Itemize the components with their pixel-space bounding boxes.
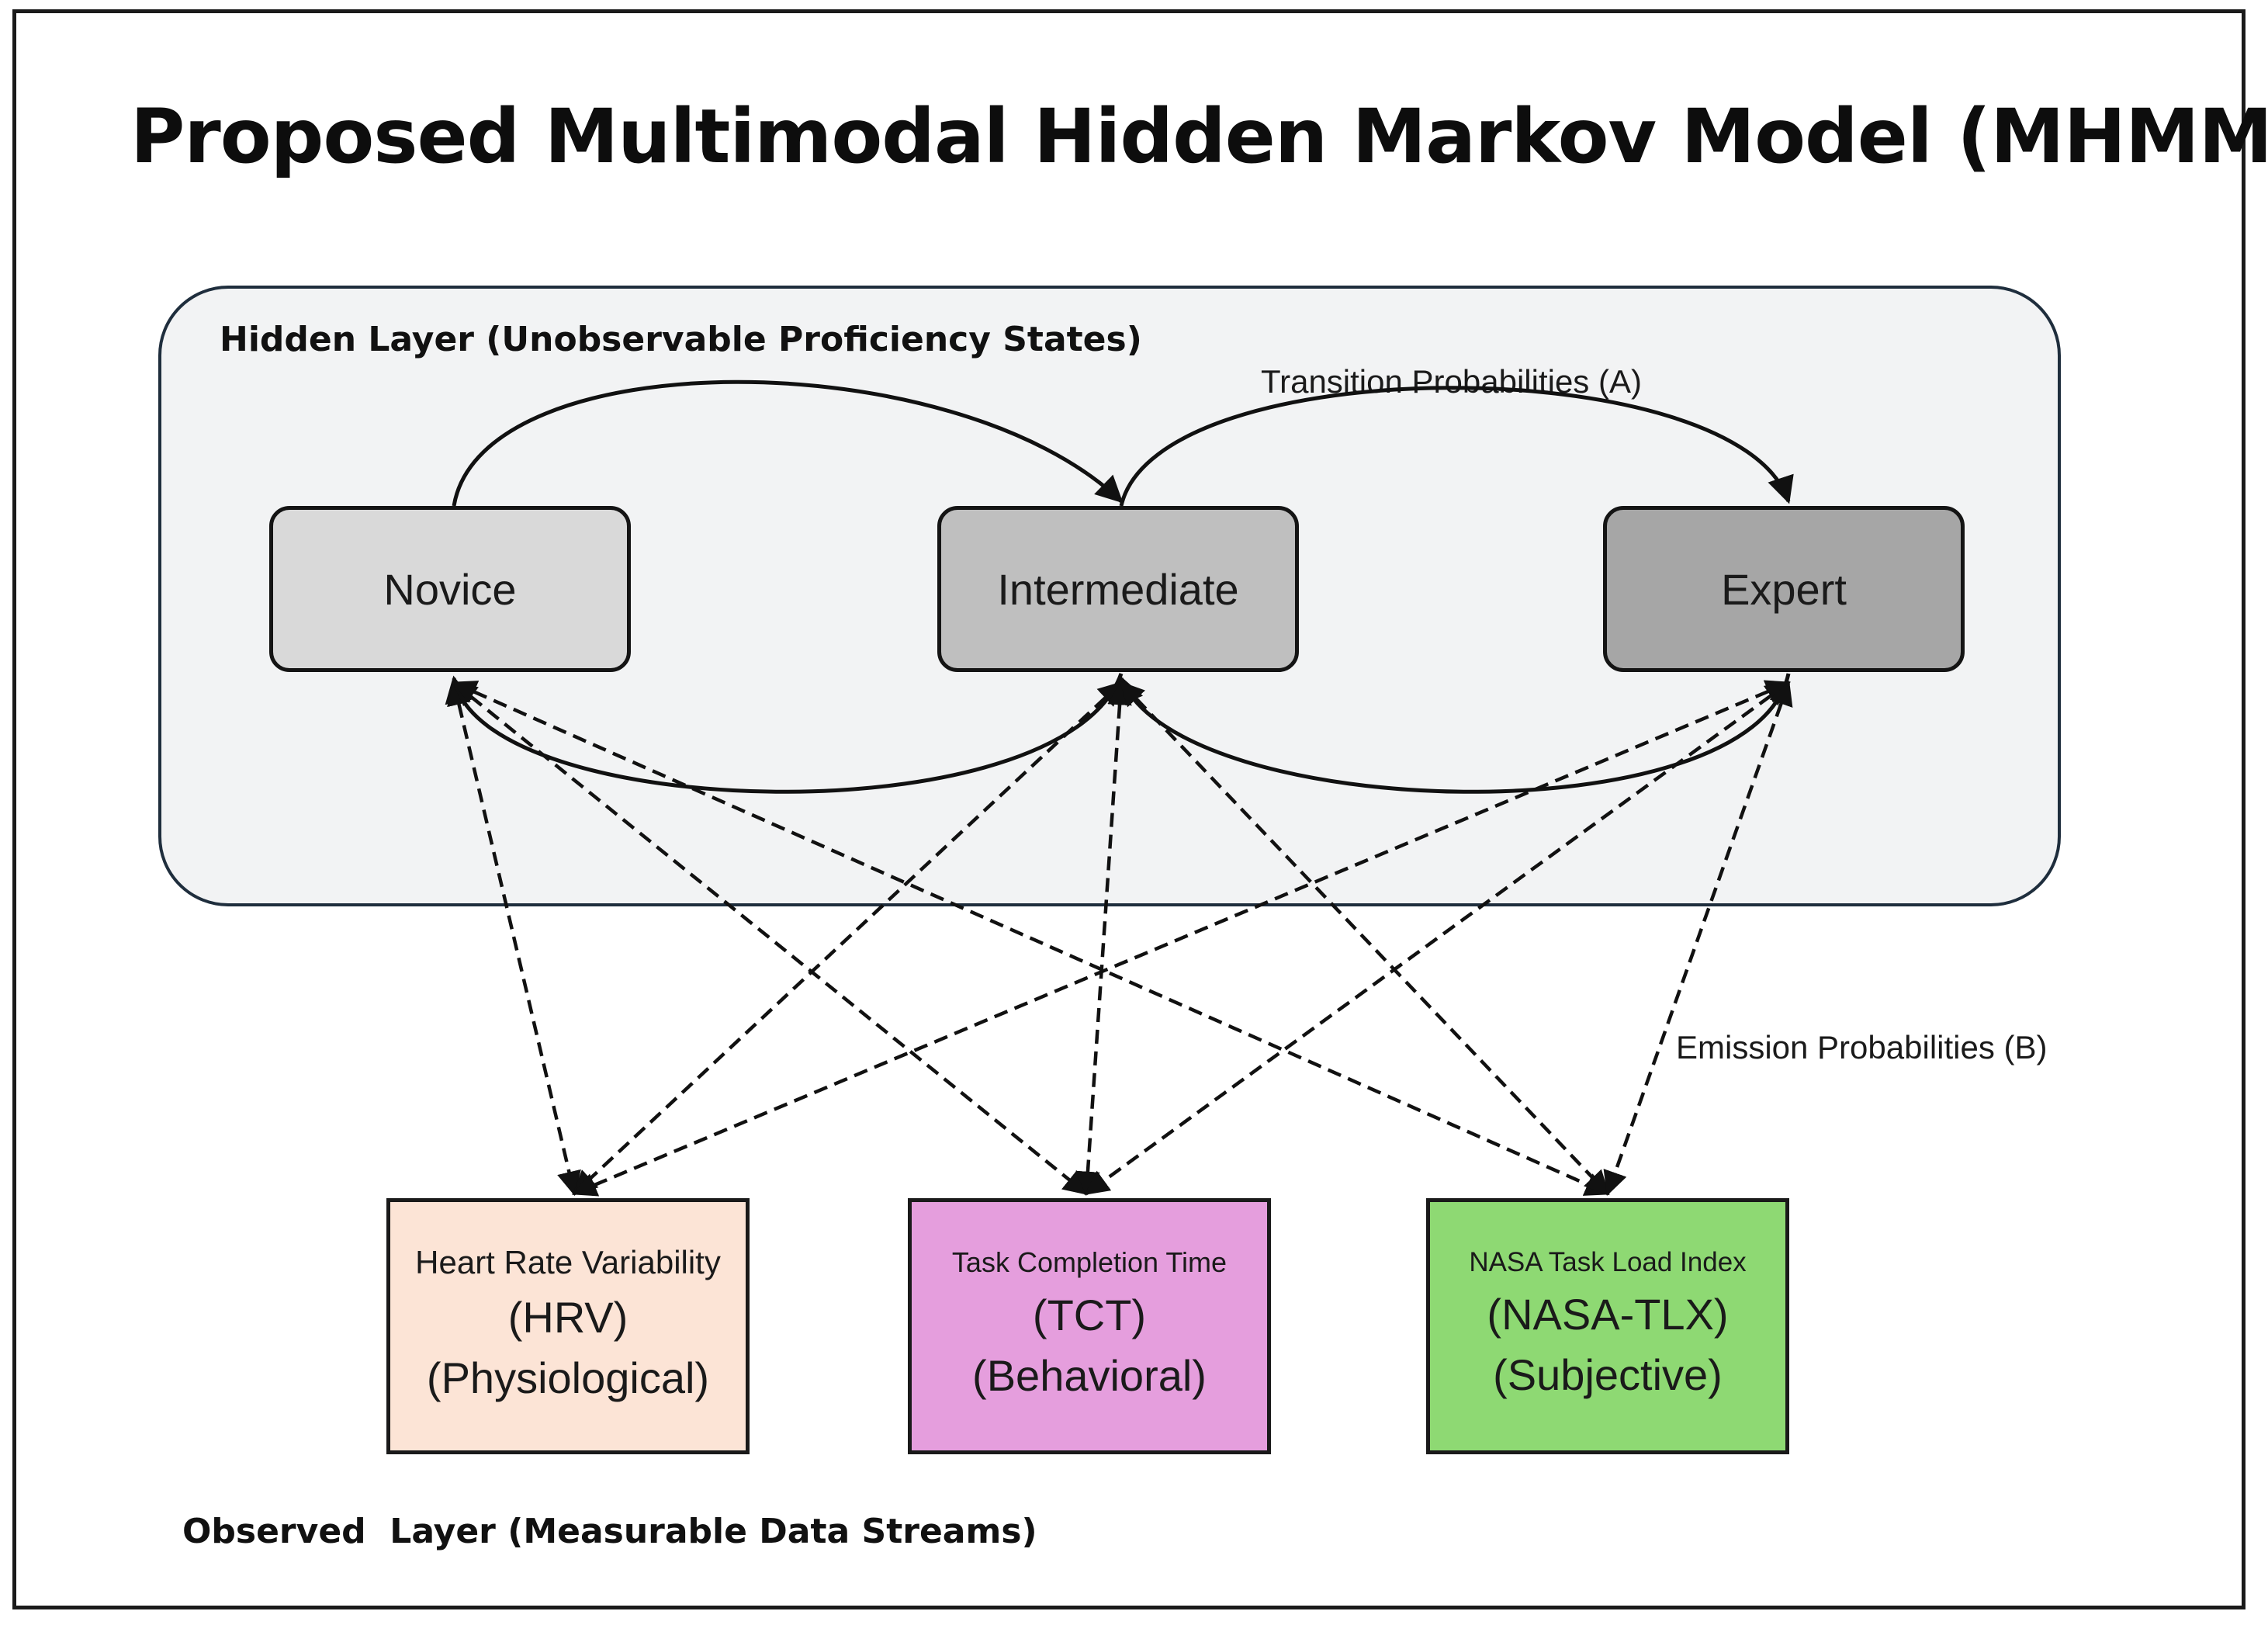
hidden-layer-label: Hidden Layer (Unobservable Proficiency S… (220, 320, 1142, 359)
observation-tct: Task Completion Time (TCT) (Behavioral) (908, 1198, 1271, 1454)
emission-novice-to-tct (452, 681, 1089, 1195)
emission-intermediate-to-hrv (572, 681, 1124, 1196)
observation-abbr: (HRV) (507, 1293, 628, 1342)
figure-frame (12, 9, 2245, 1609)
emission-expert-to-hrv (572, 680, 1791, 1197)
observation-abbr: (NASA-TLX) (1487, 1290, 1729, 1339)
observation-hrv: Heart Rate Variability (HRV) (Physiologi… (386, 1198, 750, 1454)
observation-nasa-tlx: NASA Task Load Index (NASA-TLX) (Subject… (1426, 1198, 1789, 1454)
observed-layer-label: Observed Layer (Measurable Data Streams) (182, 1512, 1037, 1551)
observation-kind: (Physiological) (426, 1353, 710, 1402)
emission-expert-to-nasa (1603, 681, 1793, 1196)
emission-intermediate-to-nasa (1119, 681, 1610, 1196)
observation-kind: (Subjective) (1493, 1350, 1723, 1399)
transition-intermediate-to-expert (1119, 386, 1794, 507)
state-expert: Expert (1603, 506, 1965, 672)
transition-probabilities-label: Transition Probabilities (A) (1261, 363, 1642, 400)
observation-name: NASA Task Load Index (1469, 1247, 1747, 1277)
figure-title: Proposed Multimodal Hidden Markov Model … (130, 93, 2268, 180)
observation-name: Task Completion Time (951, 1246, 1227, 1278)
emission-expert-to-tct (1084, 681, 1791, 1195)
transition-novice-to-intermediate (452, 379, 1124, 507)
emission-intermediate-to-tct (1075, 680, 1132, 1197)
state-novice: Novice (269, 506, 631, 672)
observation-name: Heart Rate Variability (415, 1244, 721, 1280)
observation-abbr: (TCT) (1032, 1291, 1147, 1339)
observation-kind: (Behavioral) (972, 1351, 1207, 1400)
state-intermediate: Intermediate (937, 506, 1299, 672)
transition-expert-to-intermediate (1117, 673, 1791, 794)
